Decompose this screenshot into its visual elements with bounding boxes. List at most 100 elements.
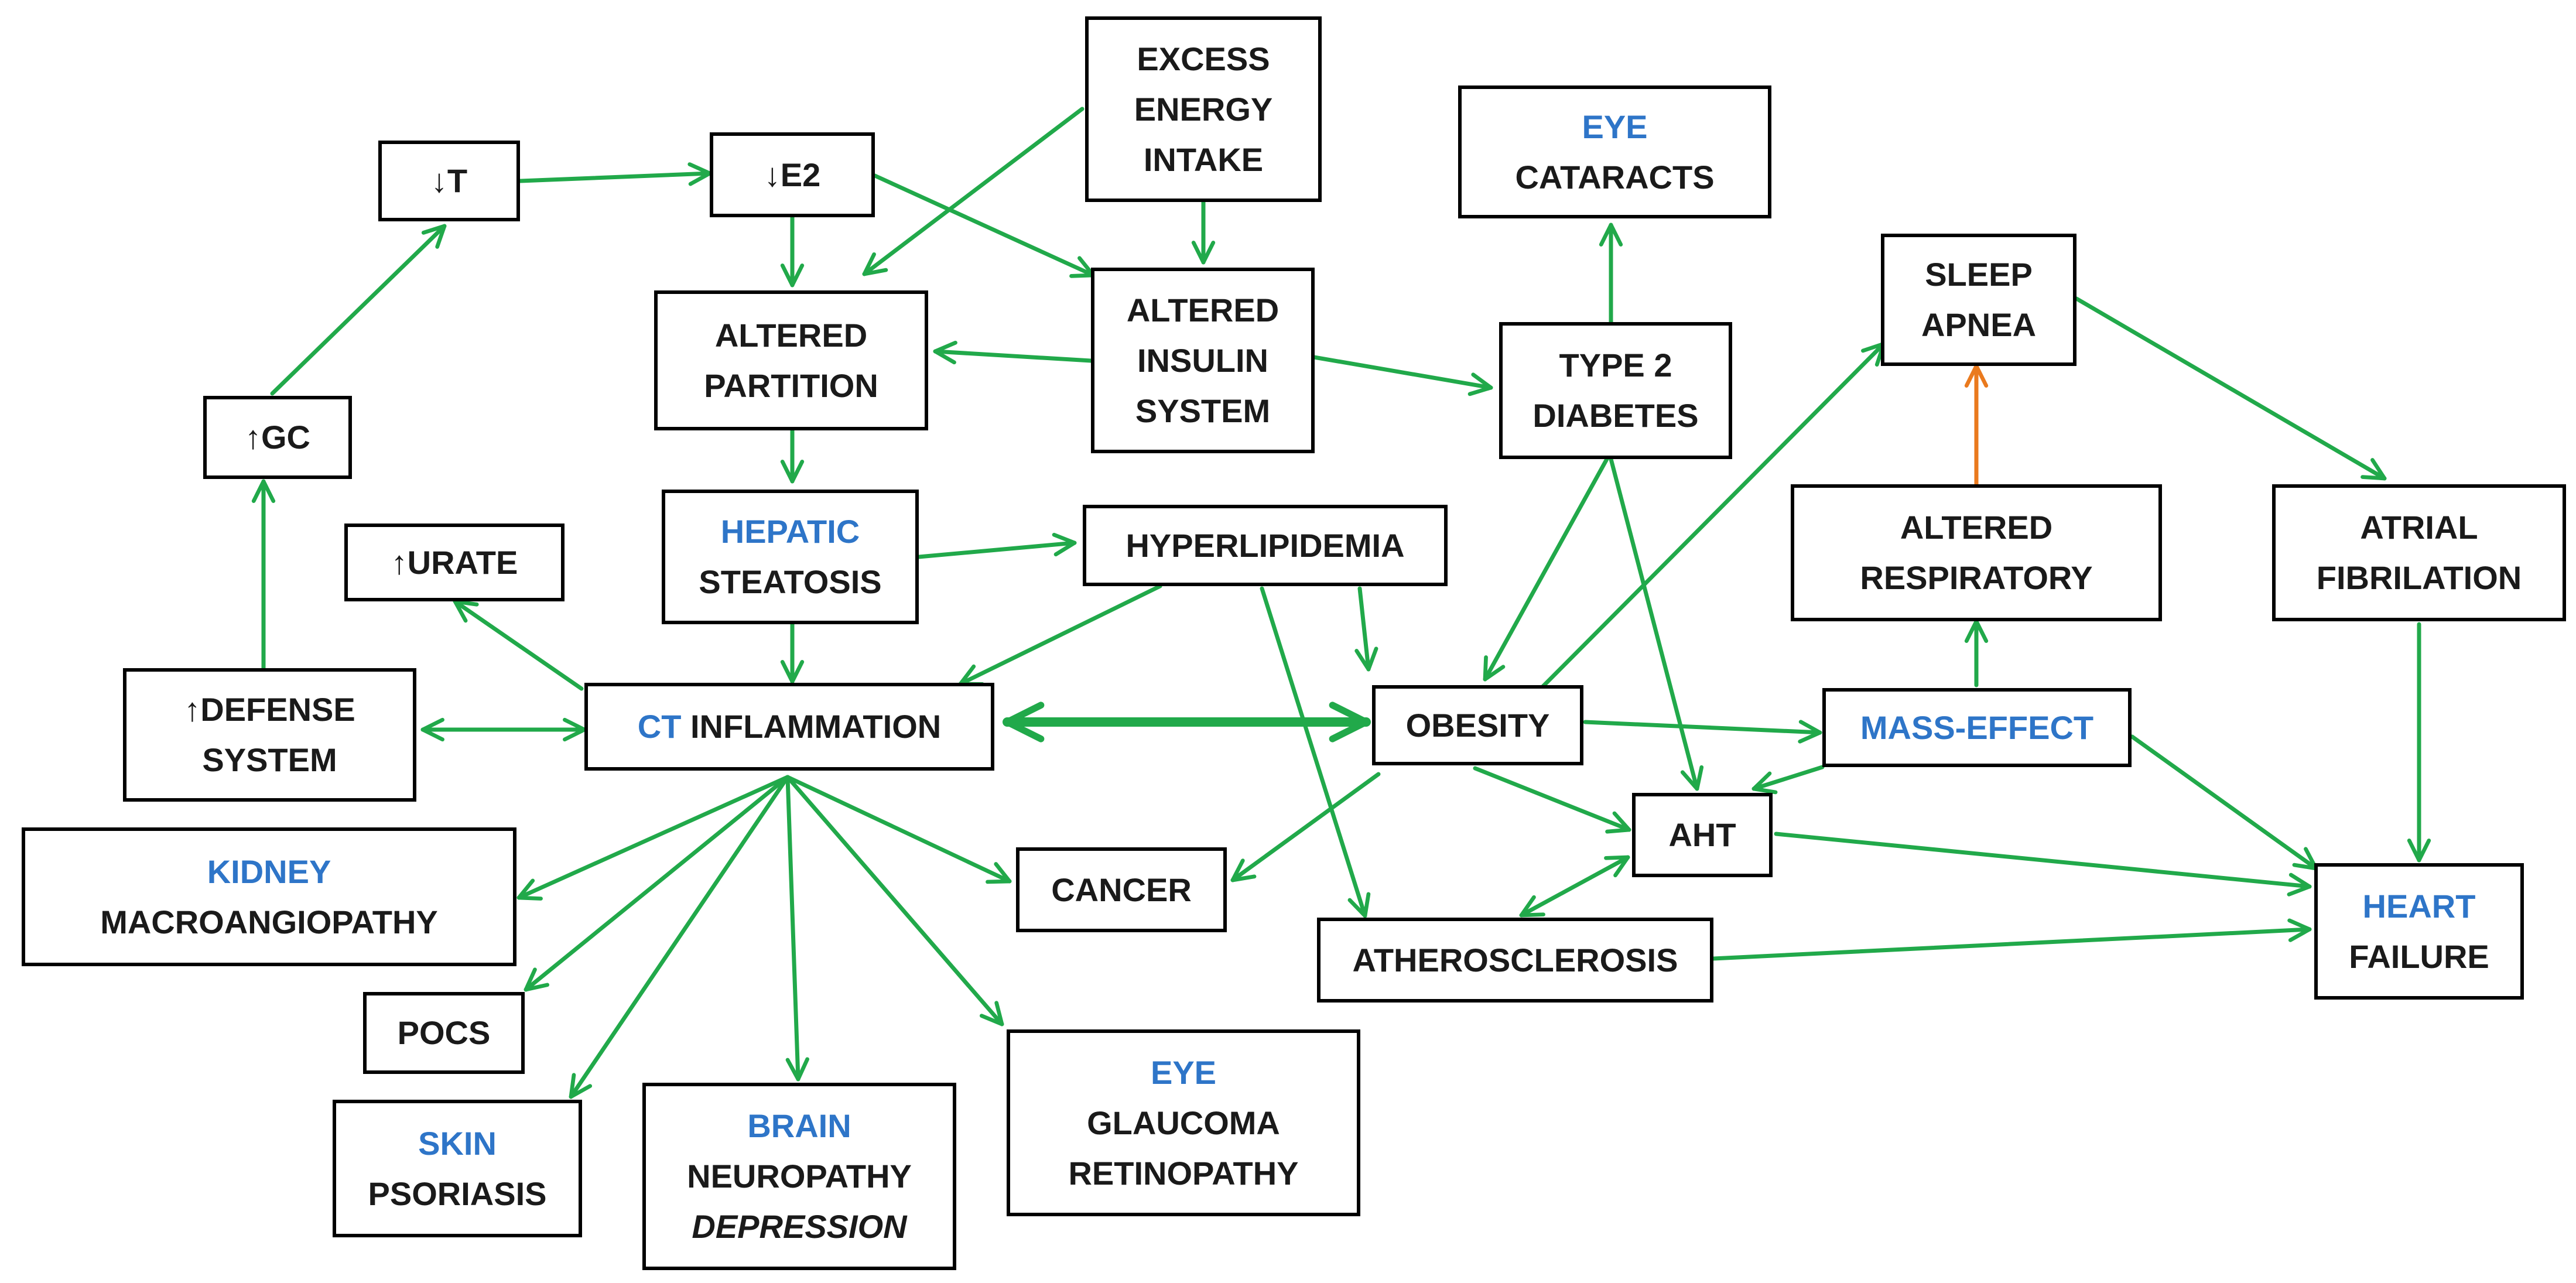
arrow-ct-inflammation-to-cancer	[785, 775, 1012, 884]
node-sleep-apnea: SLEEP APNEA	[1881, 234, 2076, 366]
node-label-line: ATRIAL	[2360, 509, 2478, 546]
arrow-low-e2-to-altered-insulin	[873, 173, 1096, 278]
organ-label: HEPATIC	[720, 513, 860, 550]
node-excess-energy-intake: EXCESS ENERGY INTAKE	[1085, 16, 1322, 202]
arrow-altered-insulin-to-type2-diabetes	[1312, 355, 1493, 396]
arrow-ct-inflammation-to-brain	[785, 775, 809, 1082]
node-label-line: PARTITION	[704, 367, 878, 404]
node-label-line: ALTERED	[1126, 291, 1280, 329]
node-label-line: ENERGY	[1134, 90, 1273, 128]
node-label-text: INFLAMMATION	[681, 708, 942, 745]
node-skin-psoriasis: SKIN PSORIASIS	[333, 1100, 582, 1237]
arrow-type2-diabetes-to-aht	[1609, 457, 1704, 791]
node-label-line: FAILURE	[2349, 938, 2489, 975]
node-atherosclerosis: ATHEROSCLEROSIS	[1317, 918, 1713, 1003]
node-label-line: FIBRILATION	[2316, 559, 2522, 596]
organ-label: EYE	[1582, 108, 1648, 145]
node-label-line: TYPE 2	[1559, 347, 1672, 384]
arrow-low-t-to-low-e2	[518, 162, 712, 186]
node-label-line: HYPERLIPIDEMIA	[1125, 526, 1405, 564]
arrow-ct-inflammation-to-kidney	[516, 775, 790, 901]
arrow-high-gc-to-low-t	[270, 224, 447, 396]
node-label-line: CATARACTS	[1515, 158, 1715, 196]
arrow-ct-inflammation-to-skin	[569, 775, 790, 1099]
arrow-type2-diabetes-to-obesity	[1483, 457, 1609, 682]
arrow-aht-to-heart-failure	[1774, 832, 2312, 897]
node-label-line: DEPRESSION	[692, 1208, 907, 1245]
node-label-line: SYSTEM	[202, 741, 337, 778]
organ-label: SKIN	[418, 1124, 497, 1162]
node-label-line: ↓E2	[764, 156, 821, 193]
node-eye-cataracts: EYE CATARACTS	[1458, 85, 1771, 218]
arrow-obesity-to-sleep-apnea	[1539, 341, 1886, 690]
node-label-line: ATHEROSCLEROSIS	[1352, 941, 1678, 978]
arrow-hepatic-steatosis-to-hyperlipidemia	[916, 532, 1077, 559]
organ-label: HEART	[2362, 887, 2476, 925]
node-label-line: ↑URATE	[391, 543, 518, 581]
node-label-line: INSULIN	[1137, 341, 1268, 379]
arrow-atherosclerosis-to-heart-failure	[1711, 918, 2312, 961]
node-label-line: CANCER	[1051, 871, 1192, 908]
arrow-ct-inflammation-to-high-urate	[453, 599, 584, 691]
arrow-excess-energy-to-altered-partition	[862, 107, 1085, 276]
node-altered-partition: ALTERED PARTITION	[654, 290, 928, 430]
arrow-hyperlipidemia-to-atherosclerosis	[1260, 586, 1371, 918]
node-label-line: MACROANGIOPATHY	[100, 903, 438, 940]
node-cancer: CANCER	[1016, 847, 1227, 932]
arrow-hyperlipidemia-to-ct-inflammation	[958, 584, 1162, 686]
node-label-line: RETINOPATHY	[1068, 1154, 1299, 1192]
organ-label: MASS-EFFECT	[1860, 709, 2094, 746]
node-mass-effect: MASS-EFFECT	[1822, 688, 2132, 767]
node-obesity: OBESITY	[1372, 685, 1583, 765]
node-label-line: NEUROPATHY	[687, 1158, 912, 1195]
node-label-line: ↑GC	[245, 419, 310, 456]
node-label-line: POCS	[397, 1014, 491, 1051]
arrow-obesity-to-aht	[1473, 766, 1631, 834]
node-altered-respiratory: ALTERED RESPIRATORY	[1791, 484, 2162, 621]
node-hepatic-steatosis: HEPATIC STEATOSIS	[662, 490, 919, 624]
node-aht: AHT	[1632, 793, 1773, 877]
node-label-line: RESPIRATORY	[1860, 559, 2093, 596]
arrow-ct-inflammation-to-pocs	[524, 775, 790, 992]
node-label-line: CT INFLAMMATION	[638, 702, 941, 752]
arrow-sleep-apnea-to-atrial-fibrilation	[2074, 296, 2387, 481]
node-label-line: APNEA	[1921, 306, 2037, 343]
node-label-line: STEATOSIS	[699, 563, 882, 600]
node-brain: BRAIN NEUROPATHY DEPRESSION	[642, 1083, 956, 1270]
node-low-estradiol: ↓E2	[710, 132, 875, 217]
node-ct-inflammation: CT INFLAMMATION	[584, 683, 994, 771]
node-low-testosterone: ↓T	[378, 141, 520, 221]
node-heart-failure: HEART FAILURE	[2314, 863, 2524, 1000]
node-high-urate: ↑URATE	[344, 524, 565, 601]
node-pocs: POCS	[363, 992, 525, 1074]
organ-label: EYE	[1150, 1053, 1217, 1091]
node-label-line: SLEEP	[1925, 256, 2033, 293]
node-kidney-macroangiopathy: KIDNEY MACROANGIOPATHY	[22, 827, 516, 966]
node-label-line: ALTERED	[714, 316, 868, 354]
arrow-ct-inflammation-to-eye-glaucoma	[785, 775, 1004, 1027]
arrow-mass-effect-to-heart-failure	[2130, 734, 2318, 871]
arrow-obesity-to-cancer	[1230, 772, 1381, 882]
node-label-line: ALTERED	[1900, 509, 2053, 546]
node-altered-insulin-system: ALTERED INSULIN SYSTEM	[1091, 268, 1315, 453]
arrow-hyperlipidemia-to-obesity	[1354, 586, 1378, 672]
arrow-aht-atherosclerosis-bidirectional	[1519, 855, 1630, 918]
node-label-line: INTAKE	[1143, 141, 1264, 178]
node-label-line: PSORIASIS	[368, 1175, 547, 1212]
organ-label: BRAIN	[747, 1107, 851, 1144]
arrow-altered-insulin-to-altered-partition	[933, 340, 1093, 365]
node-hyperlipidemia: HYPERLIPIDEMIA	[1083, 505, 1448, 586]
organ-label: KIDNEY	[207, 853, 331, 890]
arrow-mass-effect-to-aht	[1751, 765, 1825, 795]
node-label-line: GLAUCOMA	[1087, 1104, 1280, 1141]
node-atrial-fibrilation: ATRIAL FIBRILATION	[2272, 484, 2566, 621]
node-label-line: ↑DEFENSE	[184, 691, 355, 728]
node-label-line: SYSTEM	[1135, 392, 1271, 429]
node-label-line: ↓T	[430, 162, 468, 199]
node-label-line: AHT	[1668, 816, 1736, 853]
node-high-gc: ↑GC	[203, 396, 352, 479]
node-label-line: EXCESS	[1137, 40, 1270, 77]
